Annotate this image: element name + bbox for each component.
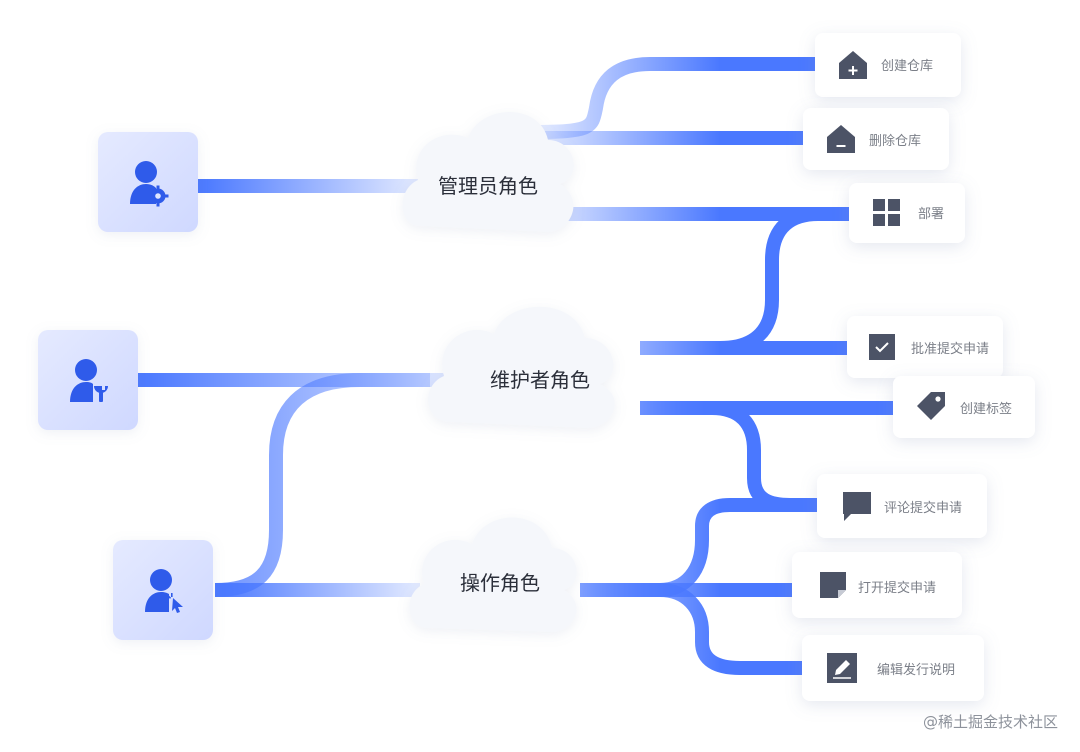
edit-icon [827, 653, 857, 683]
note-icon [820, 572, 846, 598]
connector-op-comment [580, 498, 820, 597]
permission-label-delete-repo: 删除仓库 [869, 133, 921, 149]
check-document-icon [869, 334, 895, 360]
permission-label-create-tag: 创建标签 [960, 401, 1012, 417]
tag-icon [917, 392, 945, 420]
permission-label-edit-release: 编辑发行说明 [877, 662, 955, 678]
watermark: @稀土掘金技术社区 [923, 713, 1058, 731]
operator-cloud [409, 517, 577, 632]
permission-label-open-pr: 打开提交申请 [858, 580, 936, 596]
admin-role-box [98, 132, 198, 232]
admin-cloud [402, 112, 574, 232]
connector-create-repo [529, 57, 830, 139]
grid-icon [873, 199, 900, 226]
permission-card-open-pr: 打开提交申请 [792, 552, 962, 618]
maintainer-role-box [38, 330, 138, 430]
permission-card-approve-pr: 批准提交申请 [847, 316, 1003, 378]
maintainer-cloud [428, 306, 615, 428]
maintainer-user-wrench-icon [70, 359, 108, 402]
operator-user-click-icon [145, 569, 183, 613]
permission-card-create-tag: 创建标签 [893, 376, 1035, 438]
admin-user-gear-icon [130, 161, 169, 207]
permission-card-delete-repo: 删除仓库 [803, 108, 949, 170]
connector-comment-pr [640, 401, 820, 512]
connector-approve-pr [640, 207, 850, 355]
permission-label-comment-pr: 评论提交申请 [884, 500, 962, 516]
permission-label-create-repo: 创建仓库 [881, 58, 933, 74]
connectors [138, 57, 895, 675]
permission-label-approve-pr: 批准提交申请 [911, 341, 989, 357]
permission-card-deploy: 部署 [849, 183, 965, 243]
permission-card-comment-pr: 评论提交申请 [817, 474, 987, 538]
comment-icon [843, 492, 871, 521]
permission-label-deploy: 部署 [918, 207, 944, 222]
house-plus-icon [839, 51, 867, 79]
connector-operator-maintainer [214, 373, 430, 597]
operator-role-box [113, 540, 213, 640]
admin-role-label: 管理员角色 [438, 174, 538, 198]
operator-role-label: 操作角色 [460, 571, 540, 595]
permission-card-edit-release: 编辑发行说明 [802, 635, 984, 701]
permission-card-create-repo: 创建仓库 [815, 33, 961, 97]
maintainer-role-label: 维护者角色 [490, 368, 590, 392]
connector-edit-release [580, 583, 805, 675]
house-minus-icon [827, 125, 855, 153]
